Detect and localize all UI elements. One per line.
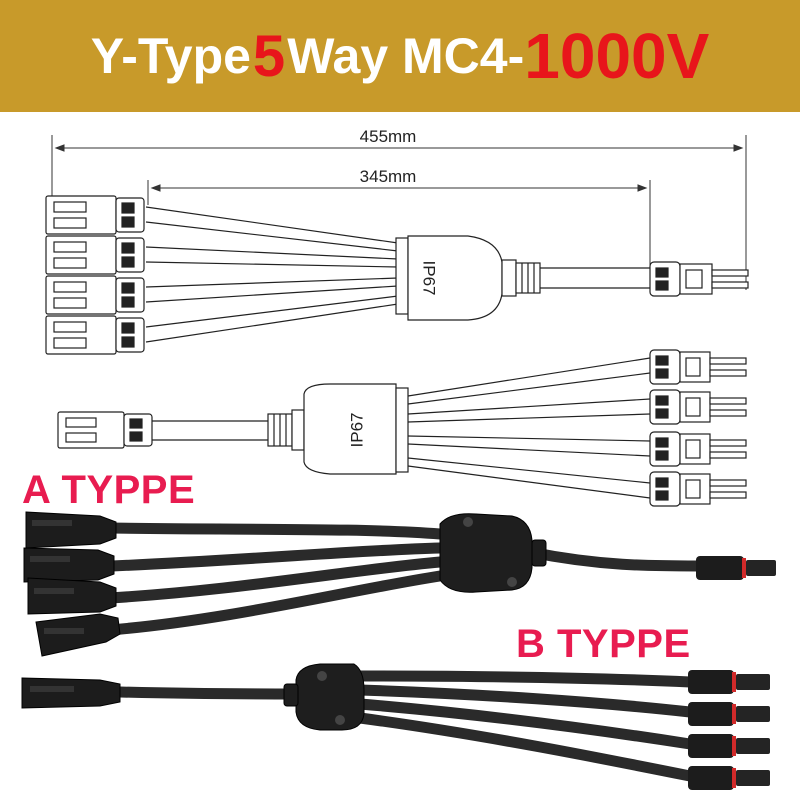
cable-photo-type-b	[21, 663, 770, 790]
hub-marking-b: IP67	[347, 413, 366, 448]
dimension-total: 455mm	[360, 127, 417, 146]
title-voltage: 1000V	[524, 20, 710, 92]
type-b-label: B TYPPE	[516, 622, 691, 666]
dimension-branch: 345mm	[360, 167, 417, 186]
dimension-lines	[51, 135, 747, 290]
photo-male-connector-a	[696, 556, 776, 580]
title-part1: Y-Type	[90, 28, 251, 84]
line-drawing-type-b	[57, 349, 747, 507]
title-part2: Way MC4-	[287, 28, 525, 84]
title-number: 5	[252, 23, 286, 89]
female-connector-stack	[45, 195, 145, 355]
cable-photo-type-a	[23, 511, 776, 657]
line-drawing-type-a	[45, 195, 749, 355]
male-connector	[649, 261, 749, 297]
type-a-label: A TYPPE	[22, 468, 196, 512]
male-connector-stack	[649, 349, 747, 507]
photo-male-connectors-b	[688, 670, 770, 790]
title-banner: Y-Type 5 Way MC4- 1000V	[0, 0, 800, 112]
branch-hub-b	[267, 383, 409, 475]
hub-marking-a: IP67	[420, 261, 439, 296]
female-connector	[57, 411, 153, 449]
branch-hub	[395, 235, 541, 321]
